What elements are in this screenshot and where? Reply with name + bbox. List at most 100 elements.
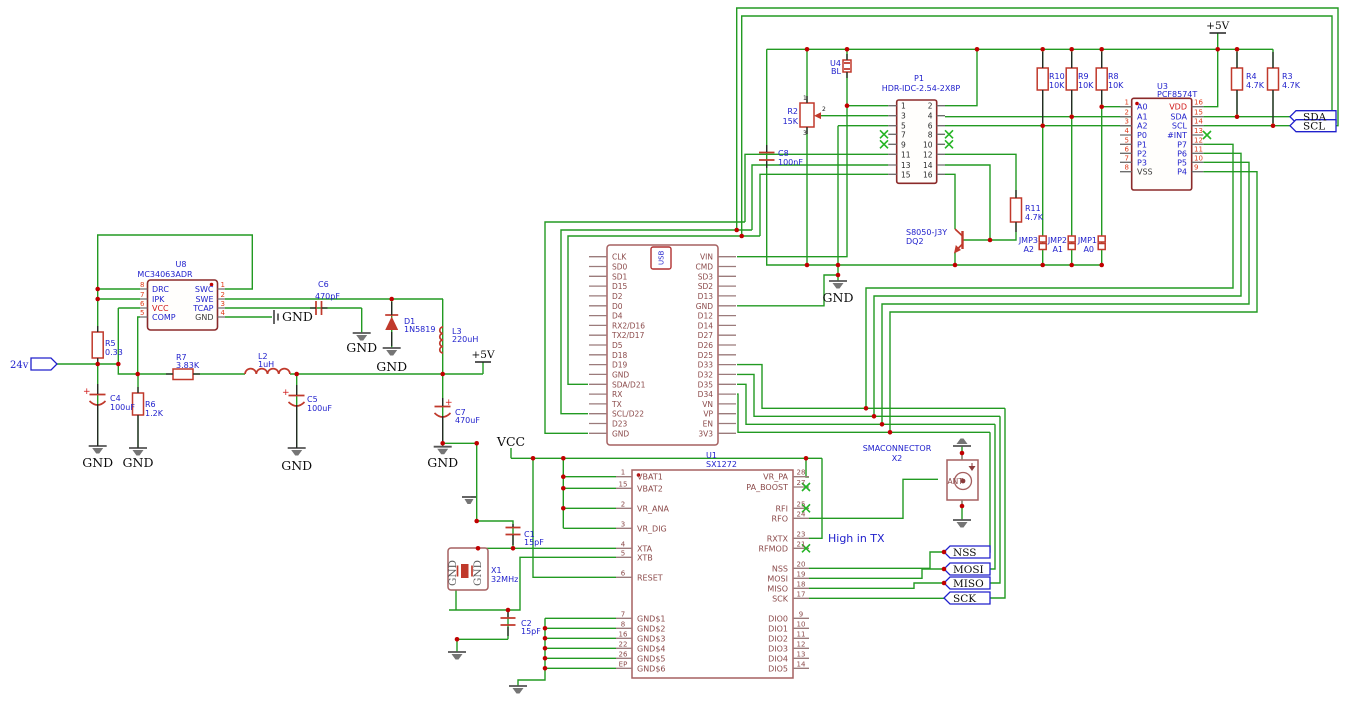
gnd-symbol [433,445,452,455]
u3-right-pin-nums-7: 9 [1194,164,1198,172]
u1-right-pin-names-6: NSS [772,564,788,573]
u3-left-pin-names-5: P2 [1137,149,1147,158]
u1-left-pin-names-1: VBAT2 [637,484,663,493]
passive-labels-37: 4.7K [1282,81,1301,90]
esp-right-pin-names-4: D13 [698,292,714,301]
passive-labels-12: C6 [318,280,329,289]
inductor-l3 [438,326,444,354]
u8-pin-comp: COMP [152,313,176,322]
esp-left-pin-names-11: D19 [612,361,628,370]
gnd-label: GND [823,290,854,305]
port-label-scl: SCL [1303,121,1325,133]
passive-labels-31: 10K [1078,81,1094,90]
nc-p1-7 [879,129,889,139]
passive-labels-10: C5 [307,395,318,404]
u8-pin1-marker [209,282,214,287]
esp-right-pin-names-13: D35 [698,380,714,389]
port-flag-scl [1289,119,1337,133]
u1-left-pin-nums-2: 2 [621,500,625,508]
r2-pin1-num: 1 [803,95,807,102]
passive-labels-36: R3 [1282,72,1293,81]
resistor-r4 [1230,67,1244,91]
x1-gnd-label: GND [447,560,459,586]
u3-right-pin-nums-5: 11 [1194,145,1203,153]
capacitor-c8 [759,151,775,161]
passive-labels-28: R10 [1049,72,1065,81]
u3-left-pin-nums-3: 4 [1125,127,1130,135]
esp-left-pin-names-5: D0 [612,302,623,311]
passive-labels-16: L3 [452,327,462,336]
u3-left-pin-nums-2: 3 [1125,118,1129,126]
u1-right-pin-nums-13: 12 [797,640,806,648]
ic-title-labels-11: DQ2 [906,237,924,246]
nc-u3-int [1202,130,1212,140]
u3-left-pin-nums-4: 5 [1125,136,1129,144]
u1-right-pin-nums-15: 14 [797,660,806,668]
passive-labels-18: C7 [455,408,466,417]
u8-stubs [140,288,225,318]
passive-labels-35: 4.7K [1246,81,1265,90]
ic-u8-box [146,279,219,331]
passive-labels-2: R6 [145,400,156,409]
esp-left-pin-names-8: TX2/D17 [611,331,645,340]
u1-right-pin-names-4: RXTX [767,534,789,543]
u3-left-pin-names-2: A2 [1137,122,1148,131]
esp-right-pin-names: VINCMDSD3SD2D13GNDD12D14D27D26D25D33D32D… [696,253,714,439]
u1-right-pin-names-0: VR_PA [763,473,788,482]
ic-boxes: GND GND USB [146,97,1193,679]
p1-right-pin-nums-3: 8 [928,130,933,139]
u1-right-pin-nums-12: 11 [797,630,806,638]
resistor-r7 [172,368,194,381]
port-label-sck: SCK [953,593,976,605]
esp-left-pin-names-7: RX2/D16 [612,321,645,330]
gnd-symbol-iec [273,310,279,324]
u3-left-pin-nums-1: 2 [1125,109,1129,117]
u1-left-pin-names-8: GND$2 [637,624,666,633]
u1-right-pin-nums-10: 9 [799,610,803,618]
u3-right-pin-names-3: P7 [1177,140,1187,149]
jumper-labels-3: A1 [1052,245,1063,254]
esp-left-pin-names-13: SDA/D21 [612,380,646,389]
transistor-dq2 [954,228,964,254]
esp-left-pin-names-1: SD0 [612,263,628,272]
junction-dots [95,47,1276,671]
gnd-symbol [287,447,306,456]
p1-right-pin-nums-4: 10 [923,140,933,149]
capacitor-c1 [505,526,521,536]
p1-right-pin-nums-7: 16 [923,170,933,179]
components: 1 2 3 + + + [83,32,1280,636]
u1-left-pin-nums-3: 3 [621,520,625,528]
passive-labels-6: L2 [258,352,268,361]
passive-labels-30: R9 [1078,72,1089,81]
gnd-symbol [462,496,476,504]
u1-right-pin-names-3: RFO [772,514,788,523]
jumper-labels-0: JMP3 [1018,236,1038,245]
u8-num-7: 7 [140,291,144,299]
u8-pin-vcc: VCC [152,304,169,313]
resistor-r5 [91,331,104,359]
port-label-miso: MISO [953,578,984,590]
passive-labels-14: D1 [404,317,415,326]
passive-labels-33: 10K [1108,81,1124,90]
passive-labels-4: R7 [176,353,187,362]
component-leads [97,52,1274,636]
esp-usb-tag: USB [650,246,672,270]
resistor-r11 [1009,197,1023,223]
passive-labels-23: 15pF [521,627,541,636]
esp-right-pin-names-17: EN [703,420,713,429]
u1-left-pin-nums-10: 22 [619,640,628,648]
esp-left-pin-names-2: SD1 [612,272,628,281]
passive-labels-20: C1 [524,530,535,539]
esp-right-pin-names-11: D33 [698,361,714,370]
u1-right-pin-names-1: PA_BOOST [746,483,788,492]
nc-u1-rfi [801,503,811,513]
u8-pin-swe: SWE [195,295,213,304]
u1-left-pin-nums-8: 8 [621,620,625,628]
p5v-label: +5V [471,349,494,361]
esp-right-pin-names-3: SD2 [698,282,714,291]
u1-left-pin-names-11: GND$5 [637,654,666,663]
u8-num-8: 8 [140,281,144,289]
u1-right-pin-nums-5: 21 [797,540,806,548]
passive-labels-15: 1N5819 [404,325,435,334]
